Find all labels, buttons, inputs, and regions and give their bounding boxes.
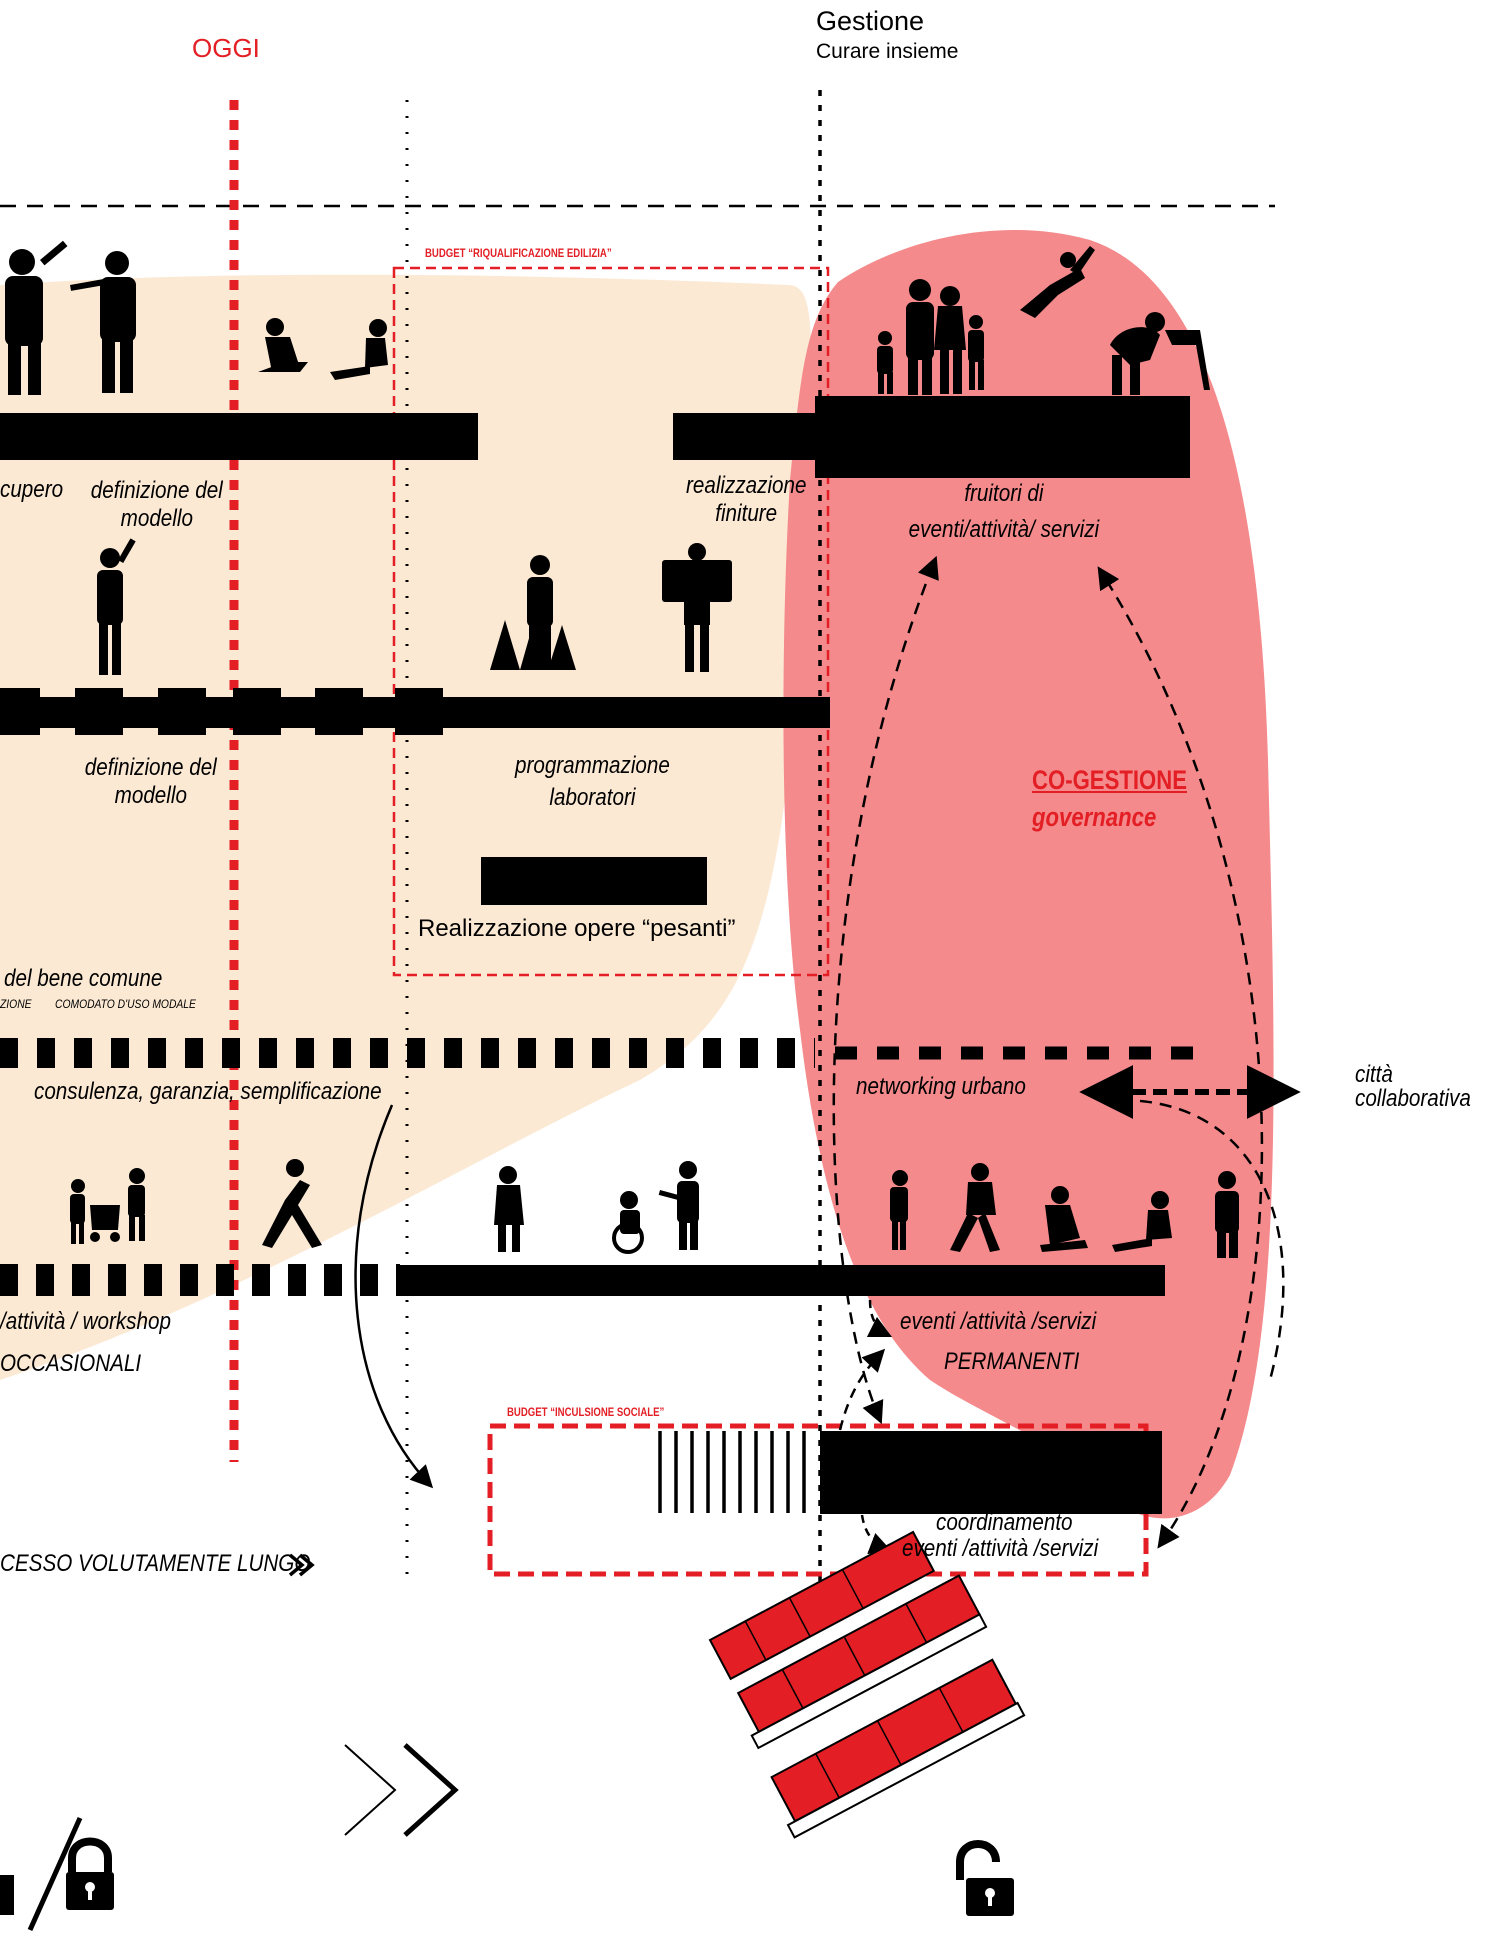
row2-programmazione-label: programmazione laboratori [515,750,670,814]
building-axonometric-icon [708,1530,1026,1839]
row1-fruitori-text: fruitori di eventi/attività/ servizi [908,480,1100,543]
person-silhouette [658,1161,699,1250]
row5-bar [820,1431,1162,1514]
person-silhouette [97,538,136,675]
row2-modello-label: definizione del modello [82,754,220,810]
padlock-open-icon [956,1840,1014,1916]
person-silhouette [934,286,966,394]
person-silhouette [877,331,893,394]
person-silhouette [1110,312,1210,395]
row1-bar-right [815,396,1190,478]
coordinamento-line1: coordinamento [936,1509,1073,1536]
budget-edilizia-label: BUDGET “RIQUALIFICAZIONE EDILIZIA” [425,246,612,260]
person-silhouette [968,315,984,390]
row2-blocks [0,688,443,735]
row4-bar [400,1265,1165,1296]
row2-programmazione-text: programmazione laboratori [515,752,670,811]
person-silhouette [662,543,732,672]
row2-modello-text: definizione del modello [84,754,217,809]
occasionali-line1: /attività / workshop [0,1308,171,1335]
slash-divider [27,1816,83,1932]
occasionali-line2: OCCASIONALI [0,1350,142,1377]
row5-stripes [658,1431,806,1513]
person-silhouette [1215,1171,1239,1258]
coordinamento-line2: eventi /attività /servizi [902,1535,1099,1562]
person-silhouette [5,240,68,395]
row1-modello-text: definizione del modello [90,477,223,532]
person-silhouette [1020,246,1095,318]
person-silhouette [262,1159,322,1248]
opere-pesanti-bar [481,857,707,905]
cogestione-subtitle: governance [1032,802,1157,832]
arrow-consulenza-curve [354,1104,434,1489]
bene-comune-sub-label: ZIONE [0,997,32,1011]
citta-label: città collaborativa [1355,1063,1471,1111]
gestione-subtitle: Curare insieme [816,40,959,63]
citta-text: città collaborativa [1355,1061,1471,1112]
gestione-title: Gestione [816,6,925,36]
person-silhouette [527,555,553,670]
arrow-permanenti-down [866,1299,893,1338]
small-chevron-icon [288,1553,315,1577]
person-silhouette [906,279,934,395]
person-silhouette [258,318,308,372]
stroller-person [90,1168,145,1242]
people-silhouettes [5,240,1239,1258]
person-silhouette [1112,1191,1172,1252]
row1-bar-left [0,413,478,460]
person-silhouette [70,1179,85,1244]
row1-bar-mid [673,413,823,460]
row1-left-label: cupero [0,476,64,503]
person-silhouette [1040,1186,1088,1252]
arrow-permanenti-up [838,1348,886,1431]
beige-phase-zone [0,274,812,1380]
row1-fruitori-label: fruitori di eventi/attività/ servizi [905,476,1103,548]
budget-sociale-label: BUDGET “INCULSIONE SOCIALE” [507,1405,665,1419]
consulenza-label: consulenza, garanzia, semplificazione [34,1078,382,1105]
person-silhouette [69,251,136,393]
processo-label: CESSO VOLUTAMENTE LUNGO [0,1550,311,1577]
networking-label: networking urbano [856,1073,1026,1100]
cogestione-title: CO-GESTIONE [1032,765,1187,795]
oggi-label: OGGI [192,33,260,63]
arrow-coordinamento [860,1514,893,1555]
budget-edilizia-box [392,266,830,977]
person-silhouette [494,1166,524,1252]
opere-pesanti-label: Realizzazione opere “pesanti” [418,915,736,942]
person-silhouette [950,1163,1000,1252]
row1-finiture-text: realizzazione finiture [686,472,807,527]
row1-modello-label: definizione del modello [88,477,226,533]
permanenti-line2: PERMANENTI [944,1348,1080,1375]
bene-comune-label: del bene comune [4,965,163,992]
row1-finiture-label: realizzazione finiture [686,472,806,528]
left-bar-fragment [0,1875,14,1915]
person-silhouette [330,319,388,380]
person-silhouette [890,1170,908,1250]
wheelchair-person [612,1191,644,1254]
comodato-label: COMODATO D'USO MODALE [55,997,196,1011]
double-chevron-icon [344,1743,459,1837]
padlock-closed-icon [66,1837,114,1910]
permanenti-line1: eventi /attività /servizi [900,1308,1097,1335]
arrow-fruitori-left [832,555,939,1425]
